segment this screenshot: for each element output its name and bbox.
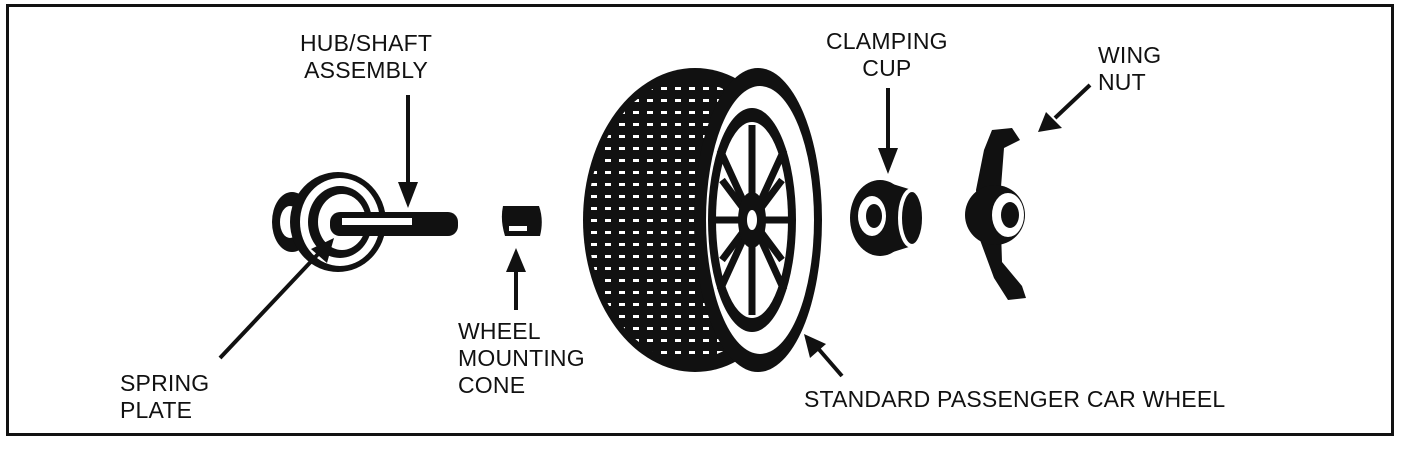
clamping-cup-label: CLAMPING CUP [826, 28, 948, 81]
spring-plate-label: SPRING PLATE [120, 370, 210, 423]
hub-shaft-assembly [272, 172, 458, 272]
wheel-mounting-cone-label: WHEEL MOUNTING CONE [458, 318, 585, 398]
wing-nut-label: WING NUT [1098, 42, 1162, 95]
wing-nut [965, 128, 1026, 300]
wheel-mounting-cone [501, 206, 542, 236]
hub-shaft-assembly-label: HUB/SHAFT ASSEMBLY [300, 30, 433, 83]
leader-arrows [218, 83, 1092, 378]
standard-passenger-car-wheel [583, 68, 822, 372]
standard-passenger-car-wheel-label: STANDARD PASSENGER CAR WHEEL [804, 386, 1226, 412]
clamping-cup [850, 180, 926, 256]
